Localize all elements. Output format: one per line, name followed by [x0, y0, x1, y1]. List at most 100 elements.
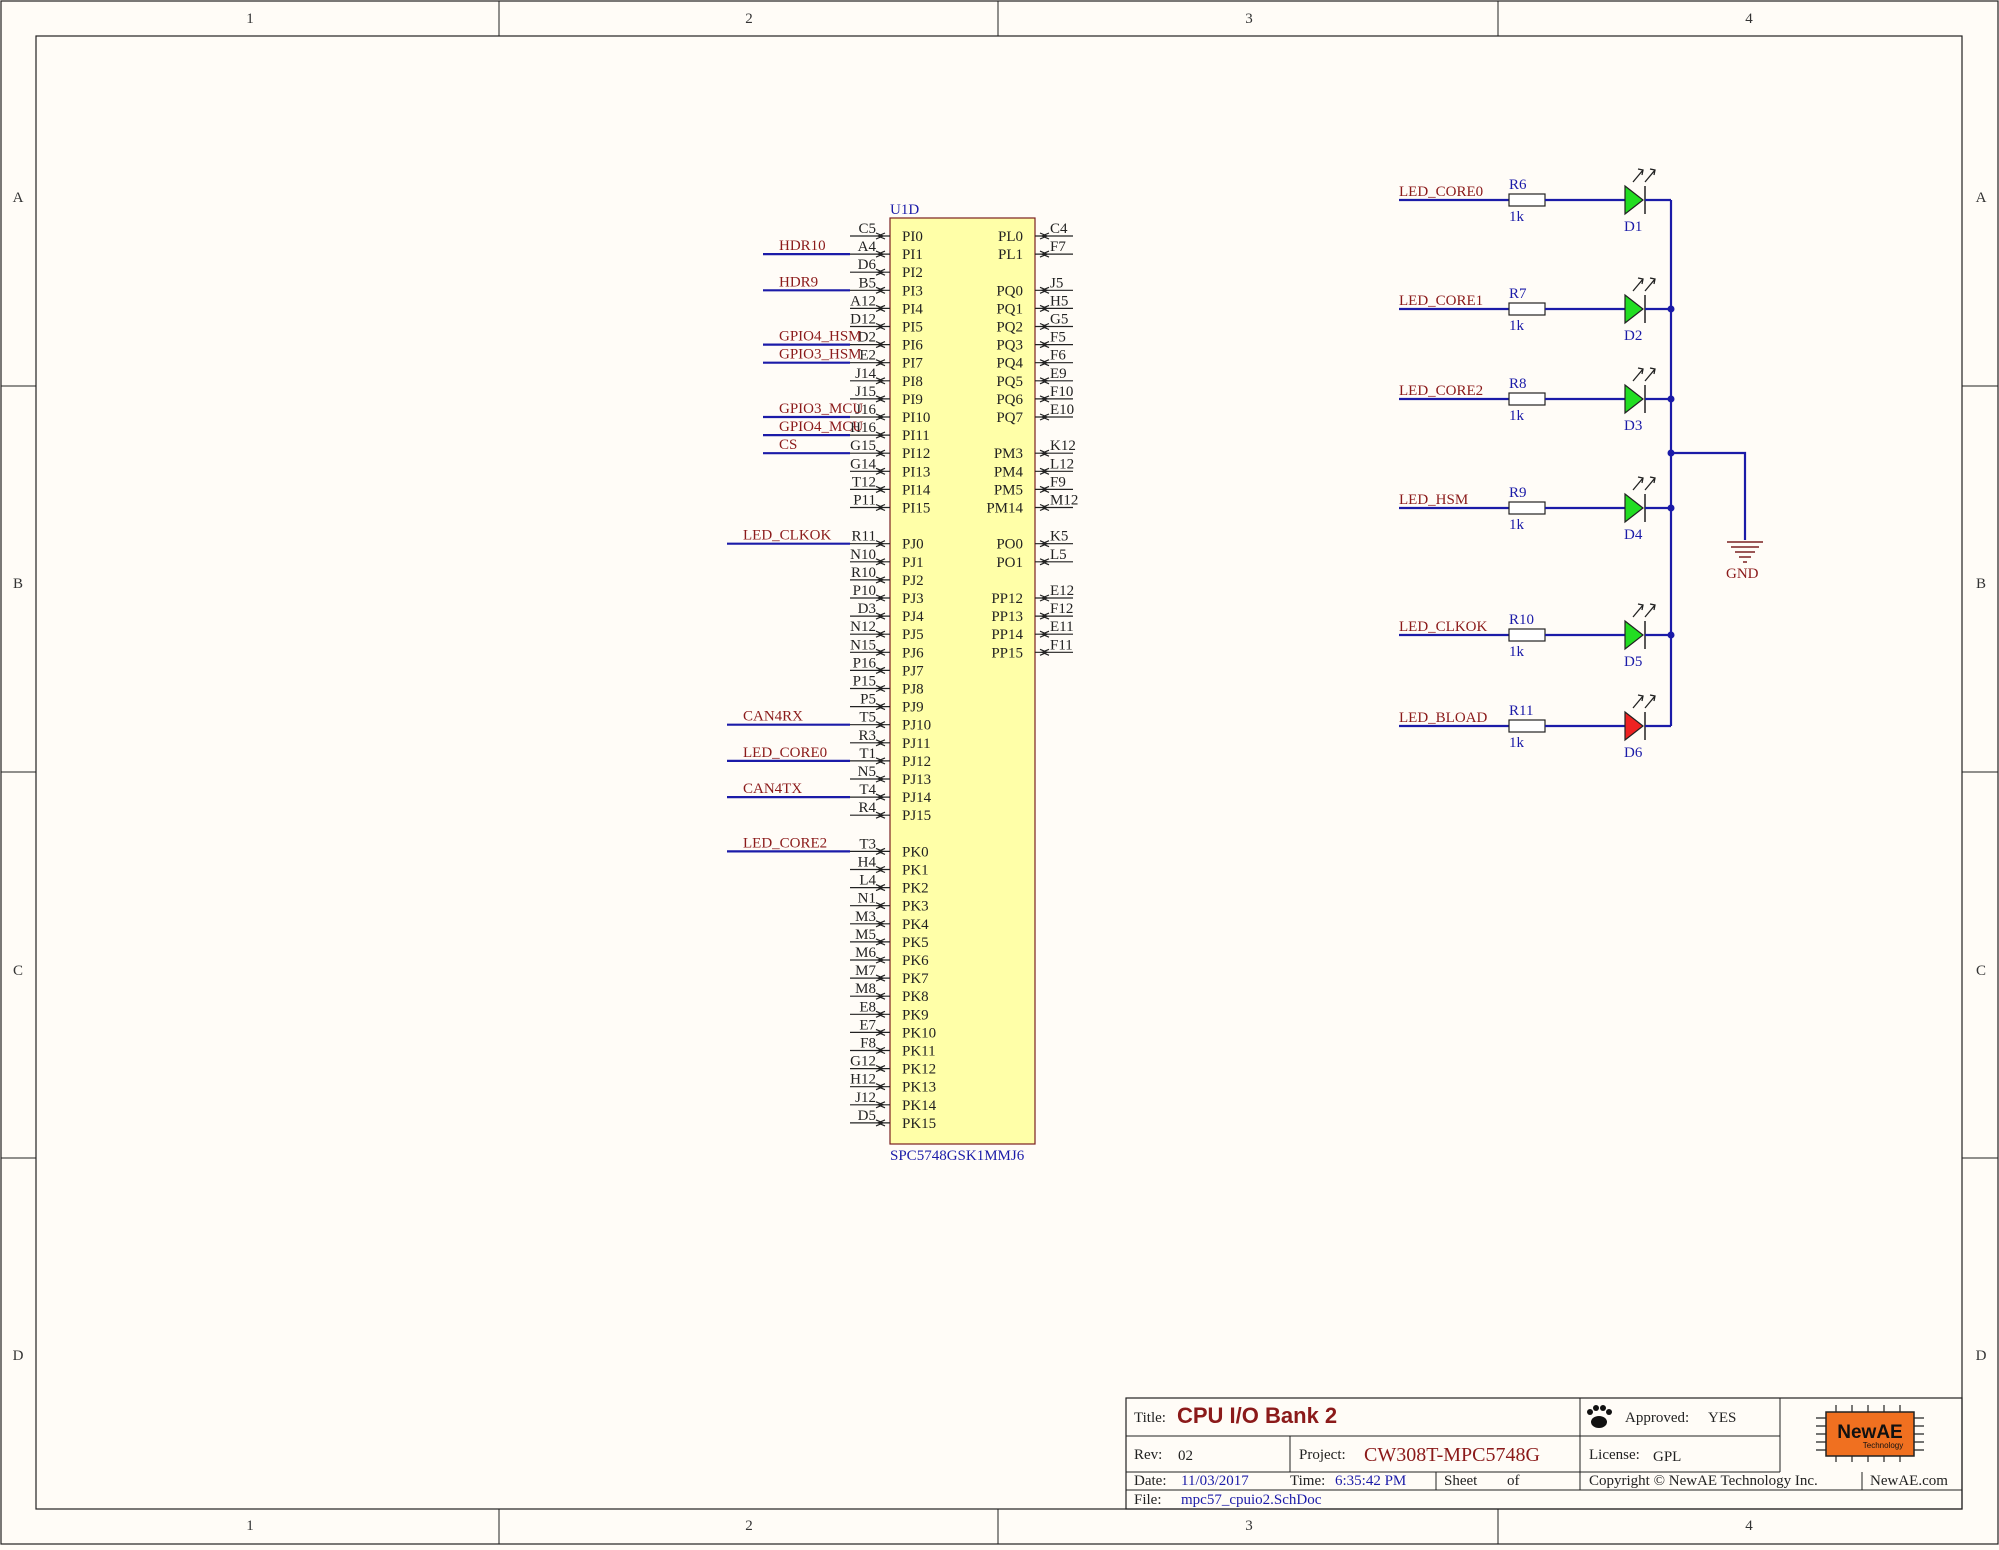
led-diode-body[interactable]	[1624, 619, 1644, 651]
resistor-body[interactable]	[1508, 719, 1546, 733]
led-net-label: LED_HSM	[1399, 492, 1468, 508]
led-diode-body[interactable]	[1624, 184, 1644, 216]
led-diode-body[interactable]	[1624, 710, 1644, 742]
pin-number: R3	[858, 728, 876, 744]
pin-name: PJ6	[902, 645, 924, 661]
website-text[interactable]: NewAE.com	[1870, 1473, 1948, 1489]
led-diode-body[interactable]	[1624, 383, 1644, 415]
led-diode-body[interactable]	[1624, 492, 1644, 524]
pin-number: G5	[1050, 312, 1068, 328]
component-part-number: SPC5748GSK1MMJ6	[890, 1148, 1025, 1164]
ic-body[interactable]	[889, 217, 1036, 1145]
pin-name: PP12	[991, 591, 1023, 607]
resistor-body[interactable]	[1508, 193, 1546, 207]
resistor-body[interactable]	[1508, 628, 1546, 642]
pin-name: PI13	[902, 464, 930, 480]
resistor-body[interactable]	[1508, 392, 1546, 406]
zone-row-left: C	[13, 963, 23, 979]
resistor-body[interactable]	[1508, 501, 1546, 515]
resistor-body[interactable]	[1508, 302, 1546, 316]
rev-value: 02	[1178, 1448, 1193, 1464]
pin-name: PK6	[902, 953, 929, 969]
time-value: 6:35:42 PM	[1335, 1473, 1406, 1489]
led-diode-body[interactable]	[1624, 293, 1644, 325]
ground-wire[interactable]	[1671, 451, 1747, 540]
